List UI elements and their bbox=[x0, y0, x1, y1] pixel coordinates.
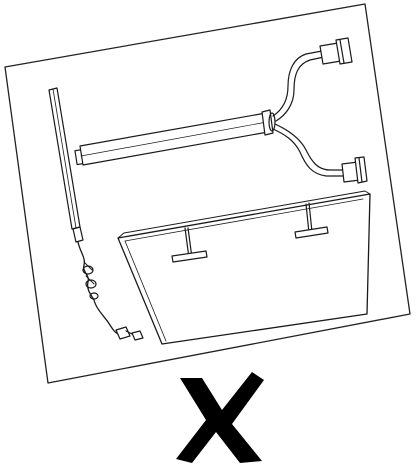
x-mark-icon bbox=[176, 372, 264, 463]
wall-bracket-icon bbox=[48, 87, 86, 243]
shade-clip-icon bbox=[171, 202, 329, 263]
y-connector-icon bbox=[272, 50, 345, 177]
support-arm-icon bbox=[79, 109, 276, 166]
power-cord-icon bbox=[77, 241, 119, 335]
lamp-socket-icon bbox=[319, 37, 368, 184]
plug-icon bbox=[115, 326, 144, 341]
